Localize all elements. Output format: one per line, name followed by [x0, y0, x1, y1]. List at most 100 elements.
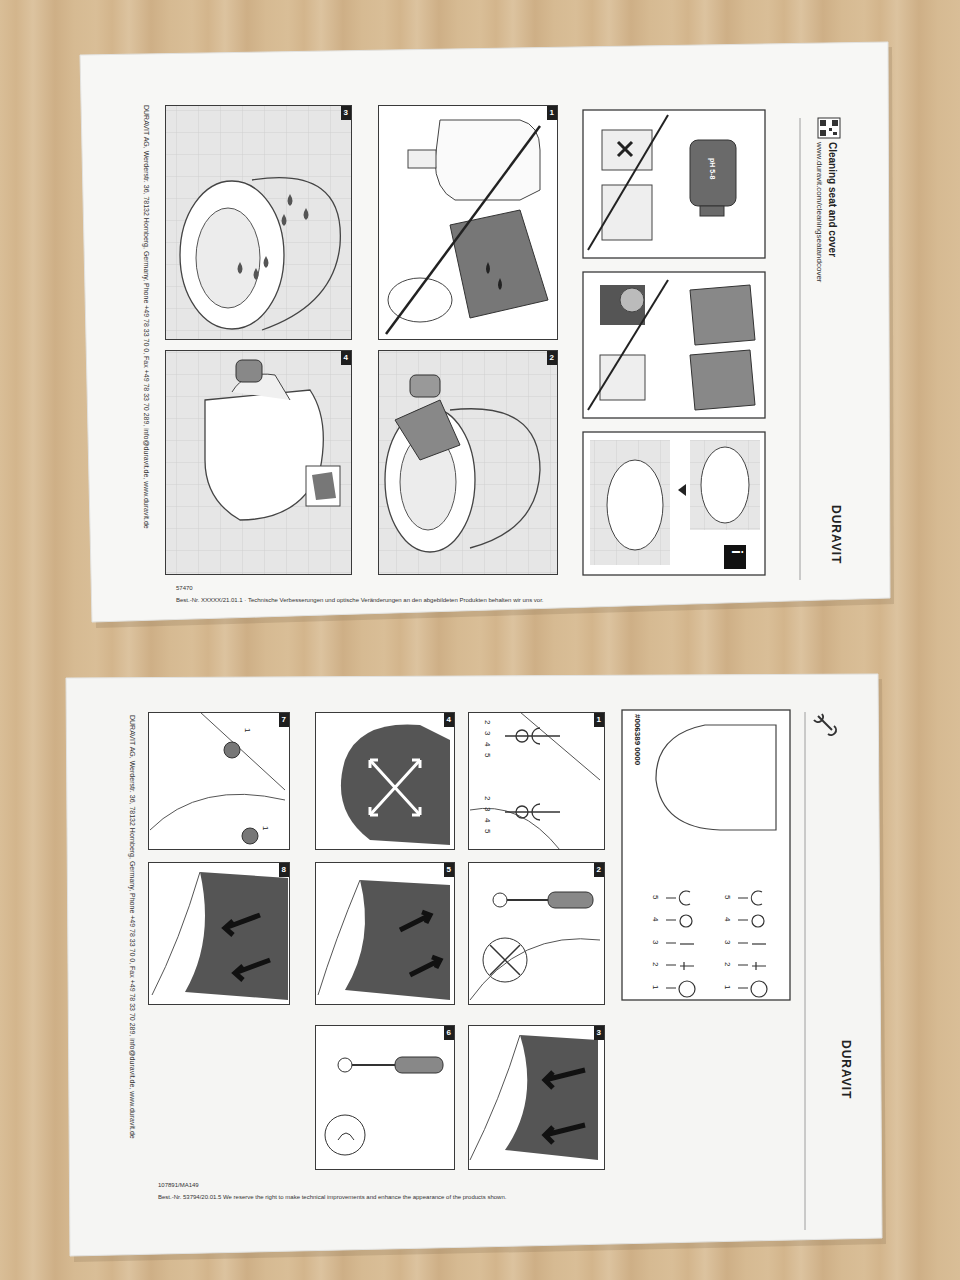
info-panel-part: [690, 440, 760, 530]
step-number: 2: [547, 351, 557, 365]
step-7-caps-part: [224, 742, 240, 758]
art-part: [505, 728, 560, 820]
art-part-part: [680, 962, 694, 970]
part-number: 5: [651, 895, 660, 899]
info-panel-part: [678, 484, 686, 496]
info-panel-part: [583, 432, 765, 575]
qr-code: [818, 118, 840, 138]
part-number: 1: [723, 985, 732, 989]
cleaning-panel-3-part: [165, 105, 352, 340]
cleaning-panel-3-part: [238, 194, 309, 280]
company-address: DURAVIT AG, Werderstr. 36, 78132 Hornber…: [128, 715, 136, 1139]
step-panel: 4: [315, 712, 455, 850]
cleaning-panel-3-part: [196, 208, 260, 308]
cleaning-panel-4-part: [306, 466, 340, 506]
art-part-part: [679, 891, 690, 905]
art-part-part: [666, 898, 676, 988]
step-5-slide-part: [400, 912, 430, 930]
step-number: 3: [341, 106, 351, 120]
step-panel: 4: [165, 350, 352, 575]
parts-box-part: [656, 725, 776, 830]
callout-number: 2: [483, 720, 492, 724]
callout-number: 2: [483, 796, 492, 800]
cleaning-panel-4-part: [312, 472, 336, 500]
cleaning-panel-1-part: [435, 120, 540, 200]
step-6-tighten-part: [338, 1058, 352, 1072]
cleaning-tools-panel-part: [690, 285, 755, 345]
step-5-slide-part: [410, 957, 440, 975]
cleaning-agents-panel-part: [690, 140, 736, 206]
info-panel-part: [590, 440, 670, 565]
step-3-fit-seat-part: [468, 1025, 605, 1170]
art-part-part: [679, 981, 695, 997]
cleaning-agents-panel: [583, 110, 765, 258]
step-7-caps-part: [150, 794, 285, 830]
cleaning-panel-1-part: [388, 278, 452, 322]
cleaning-tools-panel-part: [588, 280, 668, 410]
step-5-slide-part: [315, 862, 455, 1005]
part-number: 2: [651, 962, 660, 966]
step-8-remove-part: [235, 960, 270, 980]
document-number: 107891/MA149: [158, 1182, 199, 1189]
step-6-tighten-part: [395, 1057, 443, 1073]
step-3-fit-seat-part: [545, 1125, 585, 1143]
part-number: 5: [723, 895, 732, 899]
paper-sheet-part: [80, 42, 890, 622]
paper-sheet: [66, 42, 890, 1256]
step-2-screwdriver-part: [493, 893, 507, 907]
step-number: 3: [594, 1026, 604, 1040]
cleaning-panel-2-part: [450, 409, 540, 548]
info-panel-part: [607, 460, 663, 550]
cleaning-panel-1-part: [408, 150, 436, 168]
step-8-remove-part: [185, 872, 288, 1000]
step-7-caps-part: [148, 712, 290, 850]
art-part-part: [752, 915, 764, 927]
cleaning-agents-panel-part: [588, 115, 668, 250]
step-number: 8: [279, 863, 289, 877]
step-number: 4: [444, 713, 454, 727]
step-panel: 6: [315, 1025, 455, 1170]
step-8-remove-part: [148, 862, 290, 1005]
step-number: 1: [594, 713, 604, 727]
step-number: 7: [279, 713, 289, 727]
step-3-fit-seat: [468, 1025, 605, 1170]
step-4-lid-part: [370, 760, 420, 815]
callout-number: 1: [261, 826, 270, 830]
web-address: www.duravit.com/cleaningseatandcover: [815, 142, 824, 283]
step-number: 6: [444, 1026, 454, 1040]
step-4-lid-part: [370, 760, 420, 815]
brand-logo: DURAVIT: [838, 1040, 852, 1099]
article-number: #006389 0000: [633, 714, 642, 765]
cleaning-agents-panel-part: [583, 110, 765, 258]
step-8-remove-part: [225, 915, 260, 935]
cleaning-tools-panel-part: [600, 355, 645, 400]
step-panel: 3: [165, 105, 352, 340]
cleaning-panel-1-part: [386, 126, 540, 334]
paper-sheet-part: [66, 674, 882, 1256]
art-part-part: [532, 728, 540, 744]
art-part-part: [680, 915, 692, 927]
header-rule-part: [800, 118, 801, 580]
step-number: 5: [444, 863, 454, 877]
step-panel: 2: [468, 862, 605, 1005]
step-4-lid-part: [341, 724, 450, 845]
cleaning-panel-2-part: [395, 400, 460, 460]
step-panel: 5: [315, 862, 455, 1005]
step-number: 4: [341, 351, 351, 365]
callout-number: 4: [483, 818, 492, 822]
cleaning-panel-3: [165, 105, 352, 340]
wrench-icon-part: [805, 712, 806, 1230]
step-panel: 1: [378, 105, 558, 340]
step-2-screwdriver-part: [548, 892, 593, 908]
step-2-screwdriver-part: [470, 939, 600, 1000]
step-panel: 3: [468, 1025, 605, 1170]
step-6-tighten-part: [338, 1133, 354, 1140]
step-2-screwdriver-part: [483, 938, 527, 982]
part-number: 1: [651, 985, 660, 989]
qr-code-part: [820, 130, 826, 136]
step-1-hinges-part: [520, 712, 600, 780]
step-5-slide-part: [318, 880, 360, 995]
cleaning-tools-panel-part: [600, 285, 645, 325]
step-5-slide-part: [345, 880, 450, 1000]
